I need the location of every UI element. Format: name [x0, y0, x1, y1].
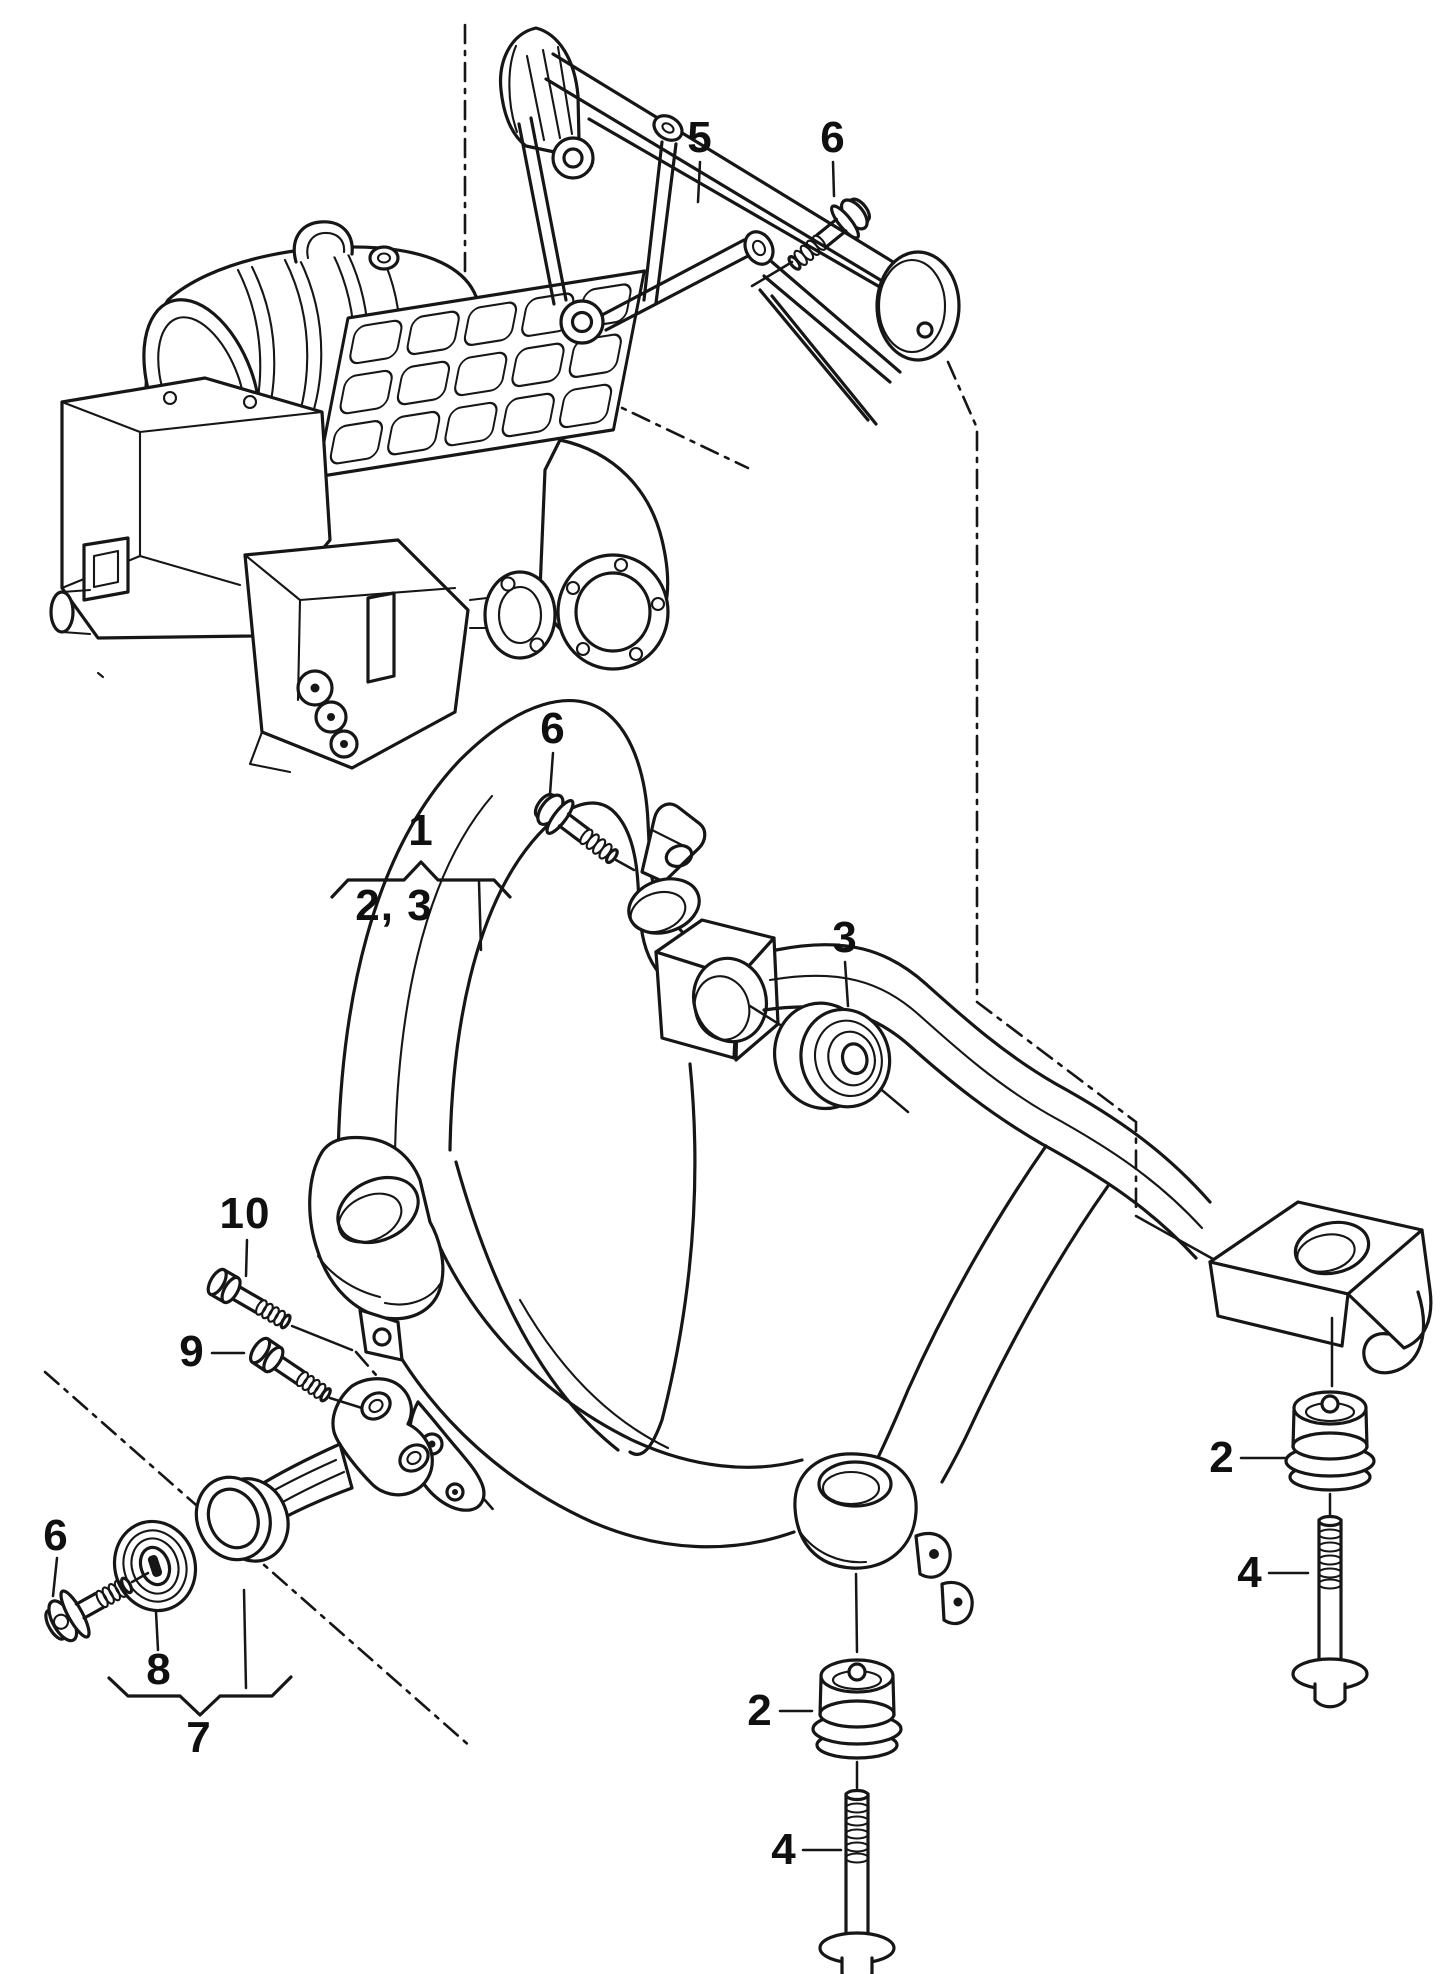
callout-10: 10: [219, 1189, 271, 1238]
bushing-3: [772, 1001, 892, 1111]
mount-center: [811, 1572, 903, 1974]
callout-1: 1: [408, 806, 434, 855]
callout-8: 8: [146, 1645, 172, 1694]
callout-6-middle: 6: [540, 704, 566, 753]
callout-leaders: [51, 160, 1310, 1852]
callout-9: 9: [179, 1327, 205, 1376]
callout-5: 5: [687, 113, 713, 162]
mount-right: [1284, 1316, 1376, 1709]
callout-3: 3: [832, 913, 858, 962]
differential-unit: [49, 220, 670, 774]
callout-2-3: 2, 3: [355, 881, 433, 930]
cross-brace: [498, 26, 961, 426]
callout-2-center: 2: [747, 1686, 773, 1735]
callout-7: 7: [186, 1713, 212, 1762]
bolt-6-middle: [525, 784, 636, 876]
callout-6-upper: 6: [820, 113, 846, 162]
callout-2-right: 2: [1209, 1433, 1235, 1482]
bolt-6-upper: [750, 188, 880, 288]
callout-6-lower: 6: [43, 1511, 69, 1560]
callout-4-right: 4: [1237, 1548, 1263, 1597]
control-arm-assembly: [44, 1377, 434, 1643]
callout-4-center: 4: [771, 1825, 797, 1874]
subframe: [308, 699, 1433, 1626]
bolt-10: [202, 1265, 354, 1352]
bolt-9: [245, 1333, 364, 1410]
